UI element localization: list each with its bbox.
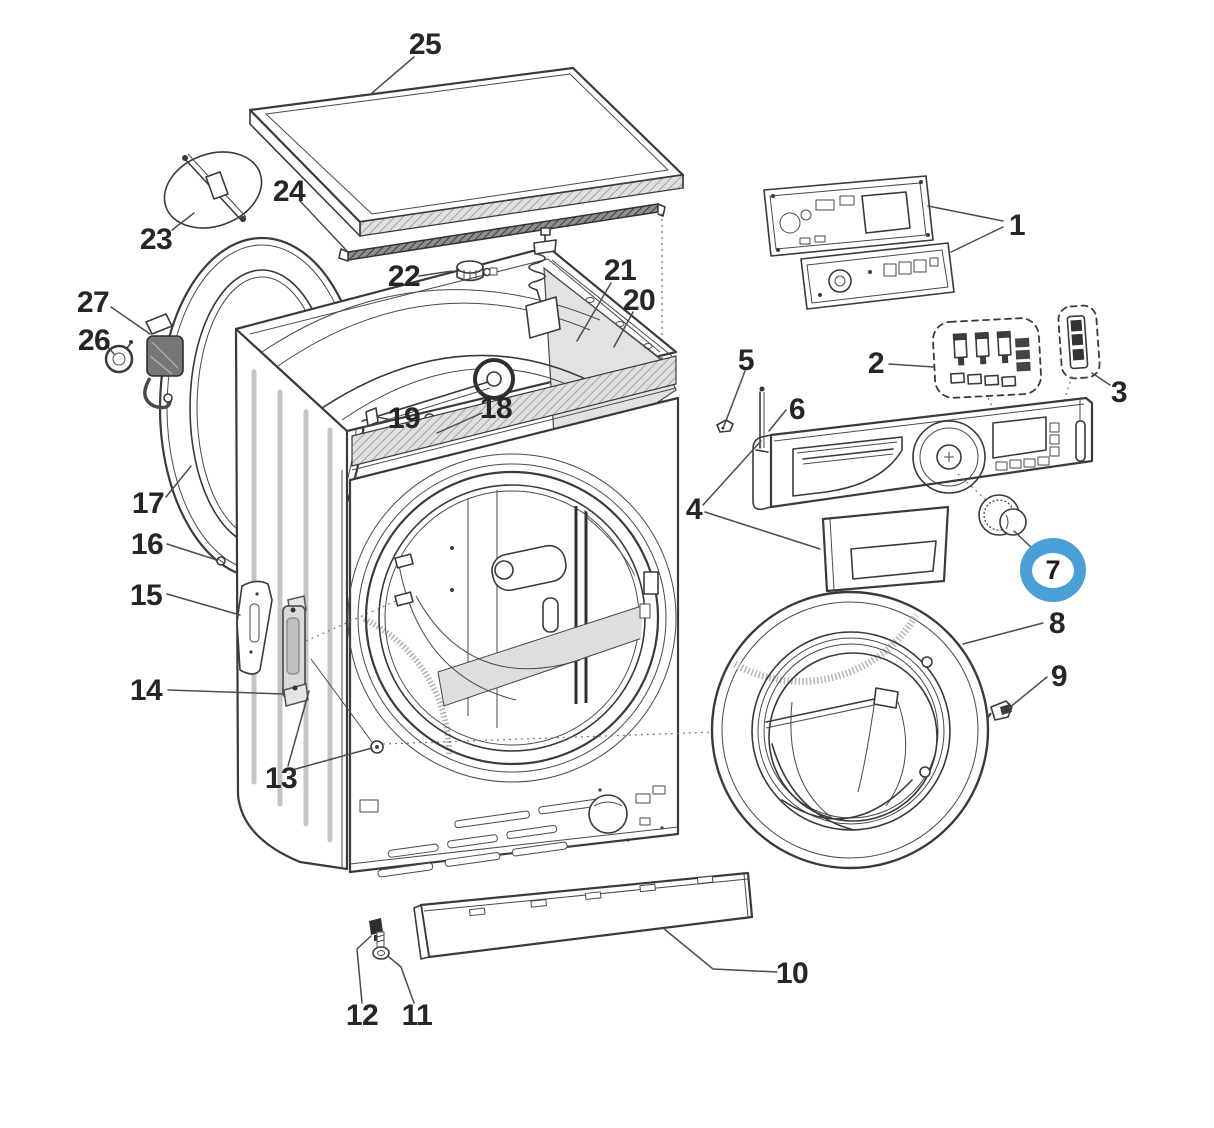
button-kit-part-3 [1057, 304, 1101, 421]
part-label-16: 16 [130, 528, 164, 561]
part-label-17: 17 [131, 487, 165, 520]
part-label-6: 6 [788, 393, 806, 426]
highlighted-part-badge-7[interactable]: 7 [1020, 538, 1086, 602]
hose-clamp-part-22 [456, 260, 498, 282]
part-label-3: 3 [1110, 376, 1128, 409]
door-assembly-part-8 [710, 590, 990, 870]
part-label-25: 25 [408, 28, 442, 61]
part-label-5: 5 [737, 344, 755, 377]
cabinet-body [234, 227, 680, 878]
top-lid-part-25 [248, 66, 685, 237]
part-label-4: 4 [685, 493, 703, 526]
part-label-9: 9 [1050, 660, 1068, 693]
control-panel-part-4 [752, 396, 1094, 511]
part-label-20: 20 [622, 284, 656, 317]
part-label-13: 13 [264, 762, 298, 795]
part-label-12: 12 [345, 999, 379, 1032]
part-label-21: 21 [603, 254, 637, 287]
part-label-8: 8 [1048, 607, 1066, 640]
screw-part-16 [216, 556, 226, 566]
power-cord-part-27 [143, 313, 184, 410]
suspension-rod-part-23 [163, 151, 263, 229]
drum-interior [397, 490, 642, 728]
part-label-24: 24 [272, 175, 306, 208]
part-label-7: 7 [1032, 552, 1074, 588]
kick-panel-part-10 [413, 871, 754, 960]
part-label-18: 18 [479, 392, 513, 425]
spring-part-21 [528, 227, 557, 301]
door-hook-part-9 [986, 700, 1013, 721]
leader-lines [106, 56, 1111, 1004]
drawer-front-panel [821, 505, 950, 593]
knob-part-7 [957, 473, 1034, 550]
drum-hub-part-18 [361, 358, 515, 428]
button-kit-part-2 [932, 317, 1042, 399]
part-label-1: 1 [1008, 209, 1026, 242]
door-hinge-part-14 [282, 595, 309, 707]
part-label-15: 15 [129, 579, 163, 612]
part-label-11: 11 [401, 999, 433, 1032]
base-vents [377, 796, 614, 878]
part-label-23: 23 [139, 223, 173, 256]
part-label-27: 27 [76, 286, 110, 319]
part-label-26: 26 [77, 324, 111, 357]
trim-strip-part-24 [338, 203, 666, 262]
part-label-10: 10 [775, 957, 809, 990]
part-label-19: 19 [387, 402, 421, 435]
front-hinge-plate-part-15 [236, 580, 273, 675]
control-boards-part-1 [763, 175, 955, 310]
clip-part-5 [716, 419, 734, 433]
part-label-2: 2 [867, 347, 885, 380]
screw-part-13 [370, 740, 384, 754]
pin-part-6 [755, 386, 769, 453]
part-label-22: 22 [387, 260, 421, 293]
screw-part-11 [372, 931, 390, 960]
part-label-14: 14 [129, 674, 163, 707]
